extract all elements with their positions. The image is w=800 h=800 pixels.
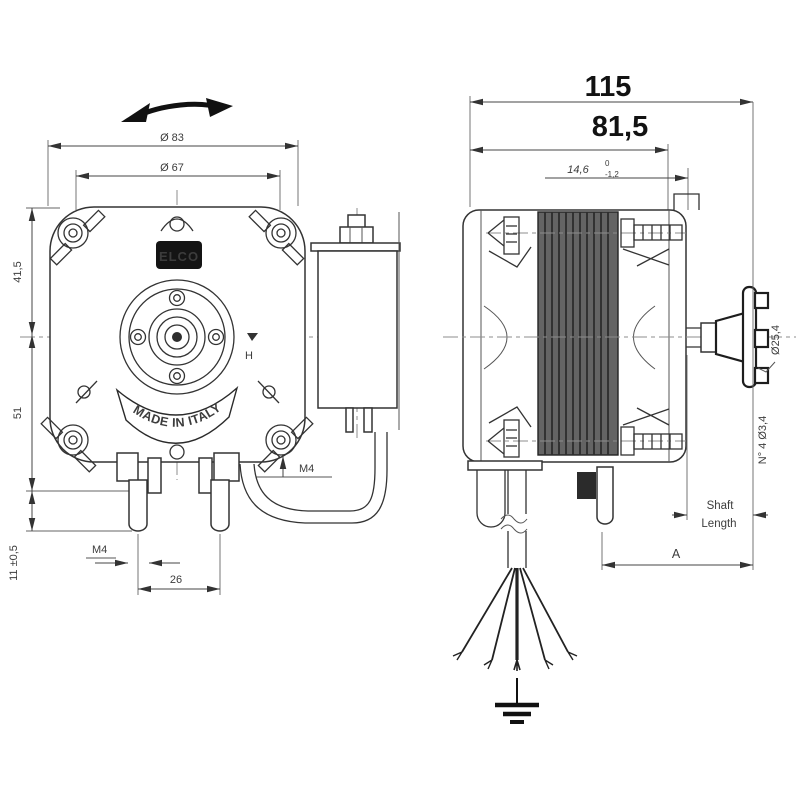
hub-cone xyxy=(714,311,747,364)
capacitor-body xyxy=(317,250,398,409)
svg-text:26: 26 xyxy=(170,574,182,586)
dimension-body-length: 81,5 xyxy=(470,111,669,212)
spring-hook-left xyxy=(75,380,98,404)
brand-logo: ELCO xyxy=(156,241,202,269)
svg-text:51: 51 xyxy=(12,407,24,419)
svg-text:Ø 67: Ø 67 xyxy=(160,162,184,174)
ground-symbol xyxy=(495,678,539,724)
hub-diameter-note: Ø25,4 xyxy=(770,325,782,355)
spring-clip-bottom-left xyxy=(487,406,532,458)
spring-clip-top-left xyxy=(487,216,532,268)
mounting-tabs xyxy=(116,452,240,532)
power-cable xyxy=(500,470,528,568)
foot-plate xyxy=(467,460,543,471)
svg-text:-1,2: -1,2 xyxy=(605,170,619,179)
svg-text:M4: M4 xyxy=(299,463,314,475)
corner-lug-top-left xyxy=(49,209,106,266)
hub-note-leader xyxy=(757,361,776,373)
wire-tip xyxy=(452,651,463,661)
svg-text:Shaft: Shaft xyxy=(707,500,735,512)
cable-break-mark xyxy=(500,514,528,524)
wire-tip xyxy=(544,659,554,670)
clip-bolt-bottom-right xyxy=(620,407,683,456)
capacitor-bracket-plate xyxy=(310,242,401,252)
dimension-left-heights: 41,5 51 11 ±0,5 xyxy=(8,207,135,581)
thread-callout-right: M4 xyxy=(256,456,332,478)
dimension-overall-length: 115 xyxy=(469,71,753,207)
svg-text:M4: M4 xyxy=(92,544,107,556)
svg-text:81,5: 81,5 xyxy=(592,111,648,143)
rotation-direction-arrow xyxy=(121,98,233,122)
spring-hook-right xyxy=(257,380,280,404)
top-right-tab xyxy=(673,193,700,210)
wire-clamp xyxy=(476,470,506,528)
side-mounting-stud xyxy=(596,466,614,525)
cable-gland xyxy=(577,472,596,499)
mounting-stud-right xyxy=(210,479,230,532)
dimension-outer-diameter: Ø 83 xyxy=(47,132,299,206)
shaft-collar xyxy=(700,322,717,353)
svg-text:11 ±0,5: 11 ±0,5 xyxy=(8,545,20,581)
svg-text:115: 115 xyxy=(585,71,632,103)
svg-text:0: 0 xyxy=(605,159,610,168)
svg-text:Length: Length xyxy=(701,518,736,530)
hub-tab-top xyxy=(753,291,770,310)
wire-tip xyxy=(483,659,493,670)
dimension-stud-spacing: 26 xyxy=(137,534,221,595)
wire-conduit xyxy=(239,432,388,524)
thread-callout-left: M4 xyxy=(86,544,180,567)
corner-lug-bottom-left xyxy=(40,416,97,473)
brand-logo-text: ELCO xyxy=(159,249,199,264)
capacitor-nut xyxy=(339,226,374,244)
dimension-overall-A: A xyxy=(601,532,753,570)
wire-tip xyxy=(513,659,521,671)
hub-holes-note: N° 4 Ø3,4 xyxy=(757,416,769,464)
lead-wires xyxy=(452,567,578,671)
mounting-stud-left xyxy=(128,479,148,532)
side-view: 115 81,5 14,6 0 -1,2 xyxy=(443,71,796,724)
dimension-bolt-circle: Ø 67 xyxy=(75,162,281,210)
cable-assembly xyxy=(452,466,614,724)
front-view: Ø 83 Ø 67 41,5 51 11 ±0,5 xyxy=(8,98,401,595)
svg-text:14,6: 14,6 xyxy=(567,164,589,176)
svg-text:41,5: 41,5 xyxy=(12,261,24,282)
wire-tip xyxy=(567,651,578,661)
shaft-height-label: H xyxy=(245,333,258,362)
dimension-shaft-length: Shaft Length xyxy=(672,355,768,530)
dimension-stack-length: 14,6 0 -1,2 xyxy=(545,159,689,210)
stator-stack xyxy=(537,211,619,456)
hub-screws xyxy=(129,289,225,385)
capacitor-assembly xyxy=(310,208,401,438)
bottom-clip-screw xyxy=(169,444,185,460)
svg-text:Ø 83: Ø 83 xyxy=(160,132,184,144)
capacitor-bolt xyxy=(347,214,366,229)
svg-text:H: H xyxy=(245,350,253,362)
top-clip-screw xyxy=(160,216,194,232)
clip-bolt-top-right xyxy=(620,218,683,267)
hub-and-bearing xyxy=(75,216,280,460)
corner-lug-top-right xyxy=(248,209,305,266)
motor-body-side xyxy=(462,193,700,471)
svg-text:A: A xyxy=(672,547,681,561)
hub-tab-middle xyxy=(753,328,770,349)
corner-lug-bottom-right xyxy=(257,416,314,473)
stator-laminations xyxy=(544,212,609,455)
